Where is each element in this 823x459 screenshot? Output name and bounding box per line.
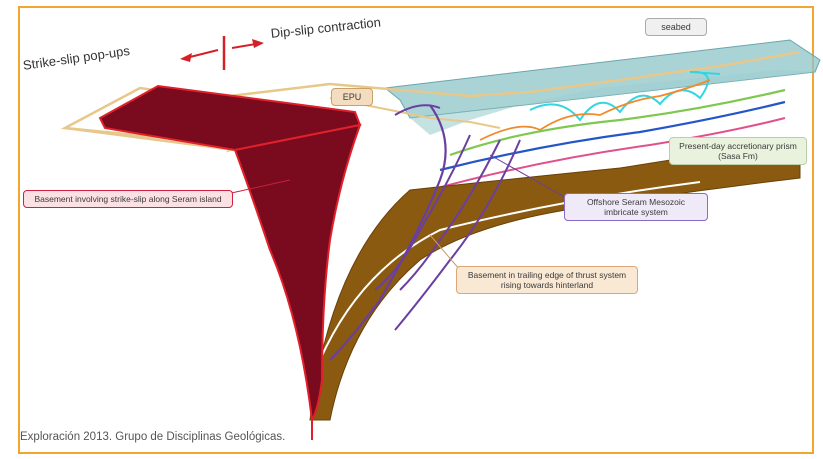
thrust-fault-1 [329, 104, 447, 361]
stratum-green [449, 88, 786, 157]
epu-tag: EPU [331, 88, 373, 106]
stratum-blue [439, 100, 786, 172]
thrust-fault-5 [394, 104, 441, 116]
pointer-trailing [429, 234, 461, 271]
figure-caption: Exploración 2013. Grupo de Disciplinas G… [20, 431, 286, 443]
seabed-tag: seabed [645, 18, 707, 36]
trailing-edge-callout: Basement in trailing edge of thrust syst… [456, 266, 638, 294]
basement-strike-slip-callout: Basement involving strike-slip along Ser… [23, 190, 233, 208]
arrow-left-shaft [185, 49, 219, 59]
arrow-right-shaft [231, 43, 257, 49]
basement-wedge [233, 123, 362, 424]
epu-surface-line [229, 50, 801, 98]
seabed-surface [383, 39, 821, 119]
thrust-fault-3 [399, 139, 501, 291]
arrow-right-head [252, 39, 264, 48]
stratum-pink [429, 117, 786, 191]
offshore-imbricate-callout: Offshore Seram Mesozoic imbricate system [564, 193, 708, 221]
thrust-fault-4 [394, 139, 521, 331]
thrust-fault-2 [374, 134, 471, 291]
orange-thrust-line [479, 79, 711, 141]
accretionary-prism-callout: Present-day accretionary prism (Sasa Fm) [669, 137, 807, 165]
arrow-left-head [180, 53, 192, 62]
pointer-imbricate [489, 154, 571, 201]
accretionary-prism-line [529, 70, 721, 122]
popup-outline-left [64, 126, 236, 152]
